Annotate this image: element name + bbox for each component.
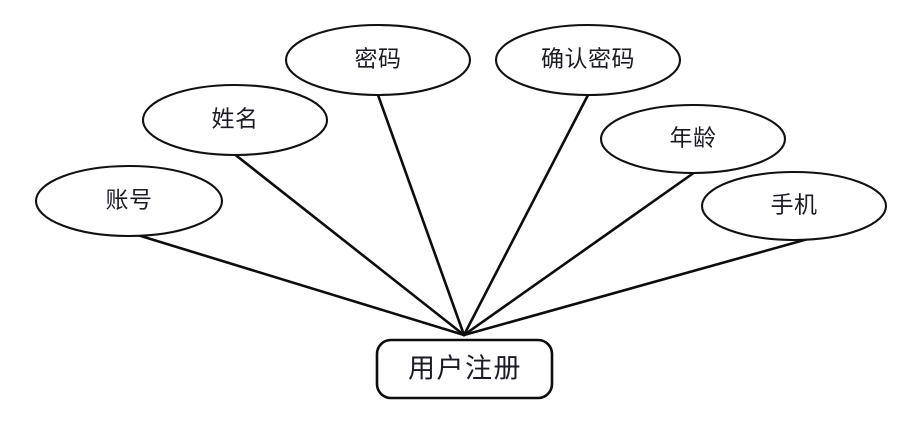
- connector-line-name: [231, 151, 466, 337]
- attribute-node-account[interactable]: [34, 164, 224, 238]
- connector-line-password: [376, 93, 466, 337]
- attribute-ellipses-group: [34, 23, 888, 242]
- connector-line-confirm-password: [462, 93, 590, 337]
- attribute-node-phone[interactable]: [700, 170, 888, 242]
- entity-node-user-registration[interactable]: [375, 338, 554, 400]
- connector-line-account: [129, 231, 466, 337]
- connector-line-age: [462, 170, 697, 337]
- attribute-node-name[interactable]: [141, 83, 329, 157]
- attribute-node-age[interactable]: [599, 103, 787, 175]
- attribute-node-confirm-password[interactable]: [494, 23, 682, 97]
- attribute-node-password[interactable]: [284, 23, 472, 97]
- connector-line-phone: [462, 230, 835, 337]
- connector-lines-group: [129, 93, 835, 337]
